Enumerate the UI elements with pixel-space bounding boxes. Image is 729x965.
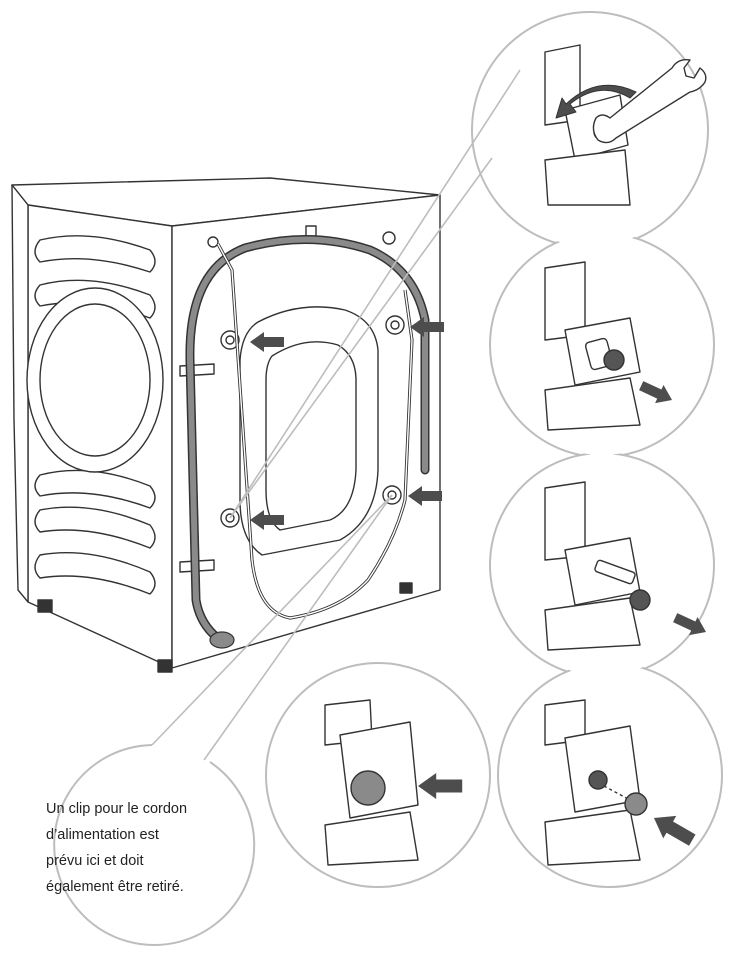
detail-step-cap-placed (544, 699, 696, 866)
callout-line: également être retiré. (46, 879, 184, 895)
drain-hose (185, 235, 430, 649)
wrench-icon (592, 58, 707, 144)
callout-line: d’alimentation est (46, 827, 159, 843)
detail-step-remove-bolt (544, 481, 706, 651)
detail-step-insert-cap (324, 699, 463, 866)
detail-step-wrench (544, 44, 707, 206)
callout-text: Un clip pour le cordon d’alimentation es… (46, 796, 236, 900)
arrow-left-icon (418, 773, 463, 799)
arrow-down-right-icon (639, 381, 672, 404)
arrow-up-left-icon (654, 815, 696, 846)
cover-cap (624, 792, 648, 816)
callout-bubble (53, 744, 256, 946)
detail-step-pull-bolt (544, 261, 672, 431)
arrow-down-right-icon (673, 613, 706, 636)
callout-lines (151, 69, 521, 761)
callout-line: prévu ici et doit (46, 853, 144, 869)
foot (157, 659, 173, 673)
foot (399, 582, 413, 594)
power-cord (216, 243, 414, 620)
callout-line: Un clip pour le cordon (46, 801, 188, 817)
rotate-arrow-icon (555, 84, 637, 119)
cover-cap (350, 770, 386, 806)
foot (37, 599, 53, 613)
washing-machine (11, 177, 441, 673)
